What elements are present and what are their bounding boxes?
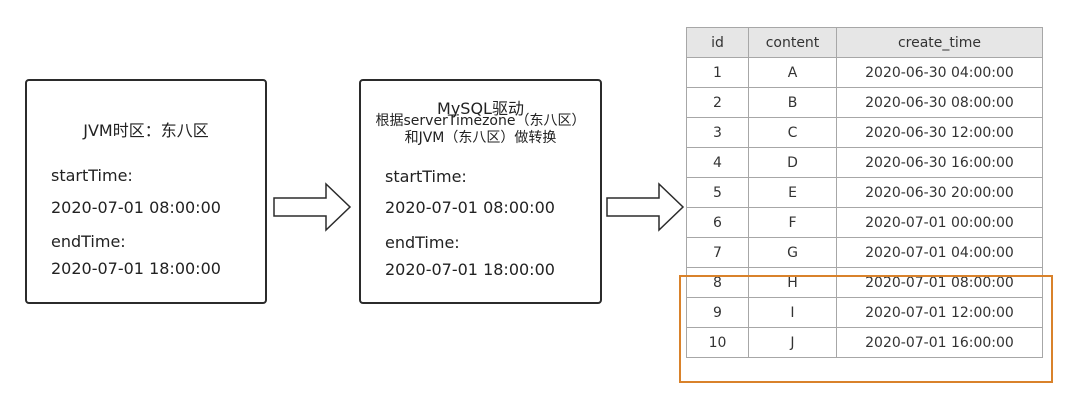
cell-create-time: 2020-06-30 04:00:00 bbox=[836, 57, 1043, 88]
column-header-create-time: create_time bbox=[836, 27, 1043, 58]
cell-id: 4 bbox=[686, 147, 749, 178]
cell-create-time: 2020-07-01 04:00:00 bbox=[836, 237, 1043, 268]
column-header-content: content bbox=[748, 27, 837, 58]
cell-id: 2 bbox=[686, 87, 749, 118]
column-header-id: id bbox=[686, 27, 749, 58]
mysql-box-description: 根据serverTimezone（东八区）和JVM（东八区）做转换 bbox=[375, 113, 586, 146]
cell-create-time: 2020-06-30 16:00:00 bbox=[836, 147, 1043, 178]
cell-id: 1 bbox=[686, 57, 749, 88]
mysql-driver-box: MySQL驱动 根据serverTimezone（东八区）和JVM（东八区）做转… bbox=[359, 79, 602, 304]
cell-create-time: 2020-06-30 08:00:00 bbox=[836, 87, 1043, 118]
cell-content: F bbox=[748, 207, 837, 238]
cell-create-time: 2020-07-01 08:00:00 bbox=[836, 267, 1043, 298]
cell-id: 7 bbox=[686, 237, 749, 268]
mysql-start-label: startTime: bbox=[385, 167, 467, 186]
arrow-right-icon bbox=[606, 182, 685, 232]
cell-content: E bbox=[748, 177, 837, 208]
jvm-timezone-box: JVM时区：东八区 startTime: 2020-07-01 08:00:00… bbox=[25, 79, 267, 304]
cell-id: 5 bbox=[686, 177, 749, 208]
mysql-start-value: 2020-07-01 08:00:00 bbox=[385, 198, 555, 217]
cell-content: A bbox=[748, 57, 837, 88]
cell-id: 9 bbox=[686, 297, 749, 328]
cell-content: D bbox=[748, 147, 837, 178]
cell-id: 10 bbox=[686, 327, 749, 358]
table-header-row: id content create_time bbox=[686, 27, 1043, 58]
cell-id: 3 bbox=[686, 117, 749, 148]
jvm-start-value: 2020-07-01 08:00:00 bbox=[51, 198, 221, 217]
cell-content: H bbox=[748, 267, 837, 298]
cell-content: I bbox=[748, 297, 837, 328]
jvm-end-label: endTime: bbox=[51, 232, 126, 251]
jvm-start-label: startTime: bbox=[51, 166, 133, 185]
mysql-end-value: 2020-07-01 18:00:00 bbox=[385, 260, 555, 279]
cell-content: C bbox=[748, 117, 837, 148]
cell-create-time: 2020-07-01 00:00:00 bbox=[836, 207, 1043, 238]
jvm-end-value: 2020-07-01 18:00:00 bbox=[51, 259, 221, 278]
cell-create-time: 2020-06-30 20:00:00 bbox=[836, 177, 1043, 208]
cell-id: 8 bbox=[686, 267, 749, 298]
highlight-frame bbox=[679, 275, 1053, 383]
cell-content: B bbox=[748, 87, 837, 118]
mysql-box-title: MySQL驱动 bbox=[437, 99, 524, 118]
mysql-end-label: endTime: bbox=[385, 233, 460, 252]
arrow-right-icon bbox=[273, 182, 352, 232]
cell-content: G bbox=[748, 237, 837, 268]
cell-id: 6 bbox=[686, 207, 749, 238]
jvm-box-title: JVM时区：东八区 bbox=[83, 121, 209, 140]
cell-create-time: 2020-06-30 12:00:00 bbox=[836, 117, 1043, 148]
cell-create-time: 2020-07-01 16:00:00 bbox=[836, 327, 1043, 358]
